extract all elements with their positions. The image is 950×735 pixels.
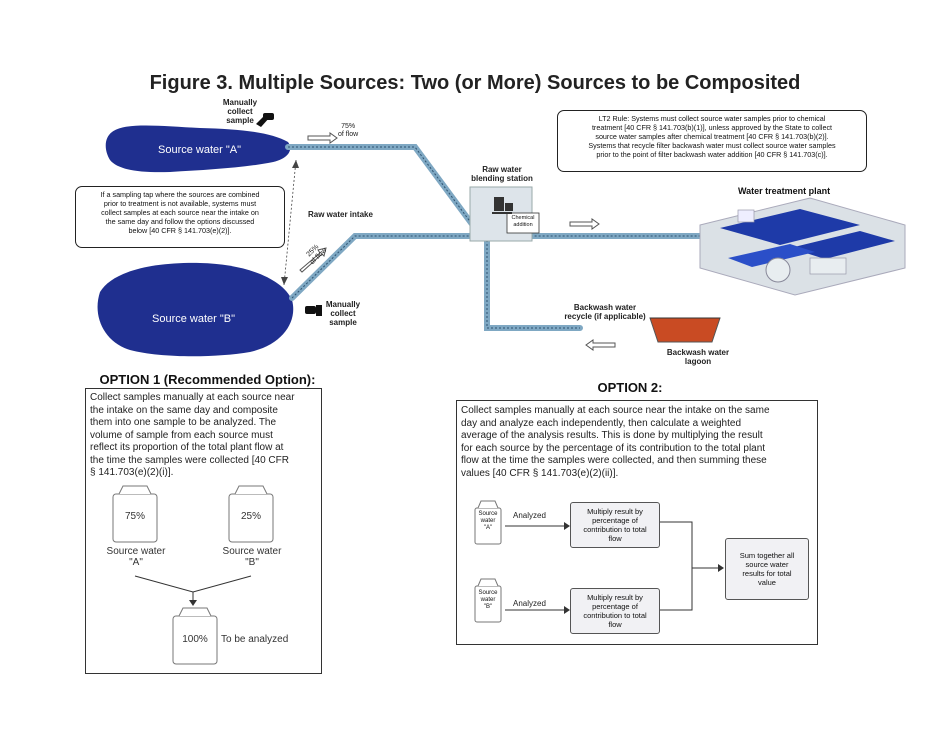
option1-graphic <box>112 485 274 665</box>
analyzed-label-a: Analyzed <box>513 511 546 520</box>
bottle-b-pct: 25% <box>240 511 261 522</box>
raw-water-intake-label: Raw water intake <box>308 210 373 219</box>
option2-graphic <box>474 500 724 623</box>
source-a-label: Source water "A" <box>158 144 242 156</box>
flow-arrows <box>299 132 616 351</box>
lt2-rule-callout: LT2 Rule: Systems must collect source wa… <box>557 110 867 172</box>
chemical-tank-icon <box>492 197 513 214</box>
container-icon-2b <box>474 578 502 623</box>
bottle-a-pct: 75% <box>124 511 145 522</box>
combined-label: To be analyzed <box>221 634 289 645</box>
source-water-b-body <box>97 262 294 357</box>
hand-icon-a <box>256 113 274 127</box>
container-icon-2a <box>474 500 502 545</box>
page-title: Figure 3. Multiple Sources: Two (or More… <box>149 72 801 94</box>
process-diagram <box>97 113 906 357</box>
source-b-label: Source water "B" <box>152 313 236 325</box>
analyzed-label-b: Analyzed <box>513 599 546 608</box>
option1-heading: OPTION 1 (Recommended Option): <box>99 372 316 387</box>
hand-icon-b <box>305 305 322 316</box>
source-water-a-body <box>105 125 291 173</box>
container-icon-combined <box>172 607 218 665</box>
combined-pct: 100% <box>182 634 208 645</box>
sampling-tap-callout: If a sampling tap where the sources are … <box>75 186 285 248</box>
treatment-plant-label: Water treatment plant <box>738 186 831 196</box>
container-icon-b <box>228 485 274 543</box>
treatment-plant-icon <box>699 197 906 296</box>
bottle-a-label: Source water"A" <box>106 546 166 568</box>
option2-heading: OPTION 2: <box>597 380 663 395</box>
option1-text: Collect samples manually at each source … <box>90 392 295 478</box>
container-icon-a <box>112 485 158 543</box>
option2-text: Collect samples manually at each source … <box>461 405 770 479</box>
bottle-b-label: Source water"B" <box>222 546 282 568</box>
flow-pct-a: 75%of flow <box>338 123 359 138</box>
lagoon-icon <box>649 317 721 343</box>
